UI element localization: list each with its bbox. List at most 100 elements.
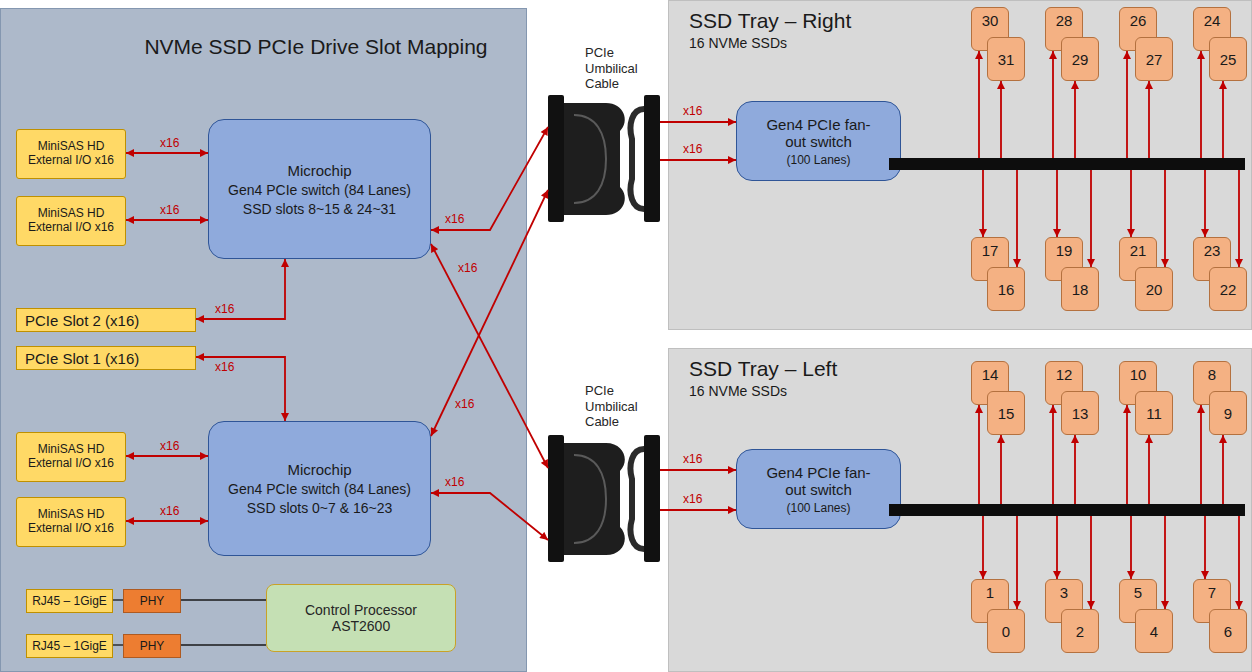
node-label: PHY (140, 639, 165, 653)
node-label: 25 (1220, 51, 1237, 68)
pcie-link (126, 455, 208, 457)
node-label: PCIe Umbilical Cable (585, 45, 660, 92)
node-label: 3 (1060, 584, 1068, 601)
node-label: 16 (998, 281, 1015, 298)
cable-drawing (548, 95, 660, 222)
node-sublabel: SSD slots 0~7 & 16~23 (247, 500, 393, 516)
node-label: MiniSAS HD External I/O x16 (22, 140, 120, 168)
pcie-slot: PCIe Slot 1 (x16) (16, 346, 196, 370)
node-label: 30 (982, 12, 999, 29)
node-label: 6 (1224, 623, 1232, 640)
nvme-ssd: 25 (1209, 37, 1247, 81)
node-sublabel: Gen4 PCIe switch (84 Lanes) (228, 481, 411, 497)
pcie-slot: PCIe Slot 2 (x16) (16, 308, 196, 332)
minisas-port: MiniSAS HD External I/O x16 (16, 432, 126, 482)
drive-panel: NVMe SSD PCIe Drive Slot MappingMiniSAS … (0, 8, 527, 672)
umbilical-cable: PCIe Umbilical Cable (548, 45, 660, 223)
node-label: 14 (982, 366, 999, 383)
rj45-port: RJ45 – 1GigE (26, 589, 113, 613)
node-label: PHY (140, 594, 165, 608)
node-label: 19 (1056, 242, 1073, 259)
nvme-ssd: 15 (987, 391, 1025, 435)
lane-width-label: x16 (160, 204, 179, 217)
node-sublabel: (100 Lanes) (786, 153, 850, 167)
node-label: 31 (998, 51, 1015, 68)
phy-chip: PHY (123, 634, 181, 658)
lane-width-label: x16 (458, 262, 477, 275)
node-label: 24 (1204, 12, 1221, 29)
pcie-link (126, 219, 208, 221)
nvme-ssd: 18 (1061, 267, 1099, 311)
fanout-switch: Gen4 PCIe fan-out switch (100 Lanes) (736, 101, 901, 181)
nvme-ssd: 0 (987, 609, 1025, 653)
bus-bar (889, 158, 1245, 170)
minisas-port: MiniSAS HD External I/O x16 (16, 129, 126, 179)
lane-width-label: x16 (215, 303, 234, 316)
node-label: 8 (1208, 366, 1216, 383)
nvme-ssd: 4 (1135, 609, 1173, 653)
nvme-ssd: 20 (1135, 267, 1173, 311)
nvme-ssd: 6 (1209, 609, 1247, 653)
fanout-switch: Gen4 PCIe fan-out switch(100 Lanes) (736, 449, 901, 529)
cable-drawing (548, 435, 660, 562)
signal-wire (113, 599, 123, 600)
node-label: MiniSAS HD External I/O x16 (22, 207, 120, 235)
node-label: PCIe Slot 2 (x16) (25, 312, 139, 329)
rj45-port: RJ45 – 1GigE (26, 634, 113, 658)
umbilical-cable: PCIe Umbilical Cable (548, 383, 660, 563)
node-label: PCIe Slot 1 (x16) (25, 350, 139, 367)
node-label: MiniSAS HD External I/O x16 (22, 508, 120, 536)
node-label: 1 (986, 584, 994, 601)
signal-wire (181, 644, 266, 645)
node-label: 28 (1056, 12, 1073, 29)
node-sublabel: 16 NVMe SSDs (689, 35, 787, 51)
node-label: SSD Tray – Right (689, 9, 851, 33)
node-label: 18 (1072, 281, 1089, 298)
node-label: 13 (1072, 405, 1089, 422)
node-sublabel: SSD slots 8~15 & 24~31 (243, 201, 396, 217)
node-label: 12 (1056, 366, 1073, 383)
pcie-link (660, 159, 736, 161)
signal-wire (113, 644, 123, 645)
minisas-port: MiniSAS HD External I/O x16 (16, 497, 126, 547)
node-label: Gen4 PCIe fan-out switch (756, 116, 881, 150)
node-label: 11 (1146, 405, 1162, 422)
node-label: 20 (1146, 281, 1163, 298)
node-label: 17 (982, 242, 999, 259)
node-label: 23 (1204, 242, 1221, 259)
lane-width-label: x16 (215, 361, 234, 374)
nvme-ssd: 13 (1061, 391, 1099, 435)
pcie-link (660, 509, 736, 511)
nvme-ssd: 11 (1135, 391, 1173, 435)
lane-width-label: x16 (455, 398, 474, 411)
nvme-ssd: 2 (1061, 609, 1099, 653)
node-label: 10 (1130, 366, 1147, 383)
pcie-link (660, 121, 736, 123)
node-sublabel: Gen4 PCIe switch (84 Lanes) (228, 182, 411, 198)
nvme-ssd: 31 (987, 37, 1025, 81)
node-label: 4 (1150, 623, 1158, 640)
pcie-link (660, 469, 736, 471)
minisas-port: MiniSAS HD External I/O x16 (16, 196, 126, 246)
node-label: NVMe SSD PCIe Drive Slot Mapping (116, 35, 516, 59)
node-label: 22 (1220, 281, 1237, 298)
lane-width-label: x16 (683, 493, 702, 506)
node-label: 0 (1002, 623, 1010, 640)
node-label: Gen4 PCIe fan-out switch (756, 464, 881, 498)
node-label: 29 (1072, 51, 1089, 68)
node-label: Control Processor AST2600 (294, 602, 429, 634)
lane-width-label: x16 (160, 505, 179, 518)
control-processor: Control Processor AST2600 (266, 584, 456, 652)
node-label: RJ45 – 1GigE (32, 594, 107, 608)
node-label: 7 (1208, 584, 1216, 601)
node-label: 21 (1130, 242, 1147, 259)
pcie-link (126, 520, 208, 522)
bus-bar (889, 504, 1245, 516)
nvme-ssd: 29 (1061, 37, 1099, 81)
lane-width-label: x16 (683, 143, 702, 156)
lane-width-label: x16 (445, 213, 464, 226)
lane-width-label: x16 (445, 476, 464, 489)
phy-chip: PHY (123, 589, 181, 613)
